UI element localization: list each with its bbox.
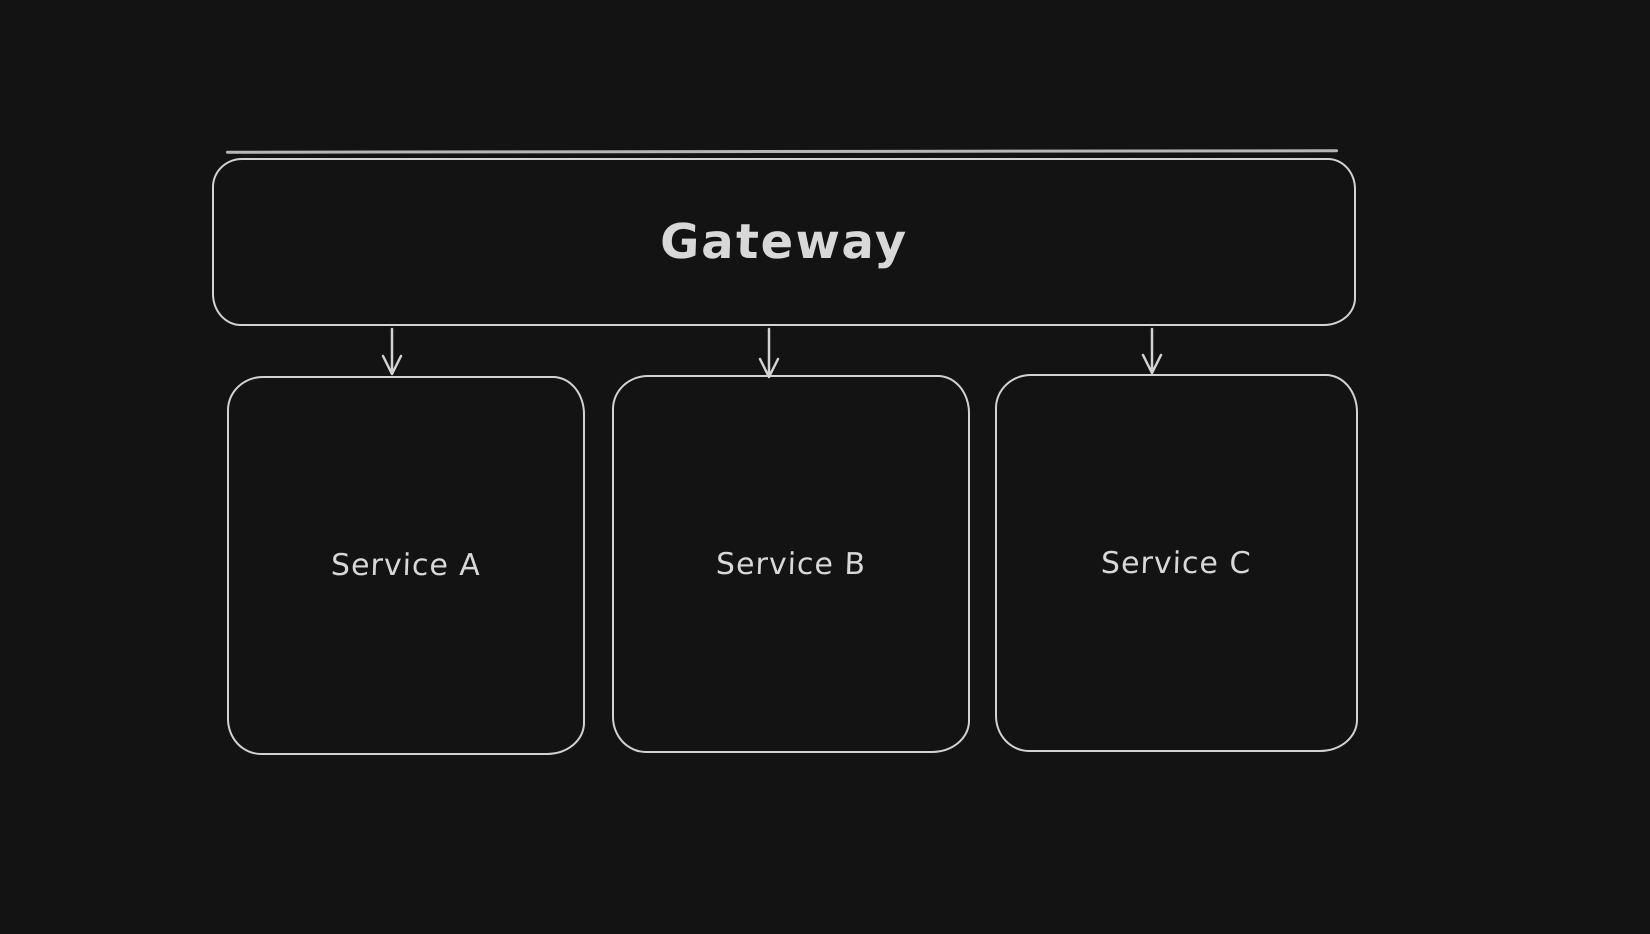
service-a-label: Service A — [330, 548, 482, 583]
service-b-node[interactable]: Service B — [612, 375, 970, 753]
gateway-label: Gateway — [659, 214, 909, 270]
service-a-node[interactable]: Service A — [227, 376, 585, 755]
service-c-node[interactable]: Service C — [995, 374, 1358, 752]
arrow-gateway-to-service-a[interactable] — [381, 327, 403, 376]
gateway-overstroke-line — [225, 149, 1339, 154]
arrow-gateway-to-service-b[interactable] — [758, 327, 780, 379]
arrow-gateway-to-service-c[interactable] — [1141, 327, 1163, 375]
service-b-label: Service B — [715, 546, 867, 582]
gateway-node[interactable]: Gateway — [212, 158, 1356, 326]
service-c-label: Service C — [1100, 545, 1253, 581]
